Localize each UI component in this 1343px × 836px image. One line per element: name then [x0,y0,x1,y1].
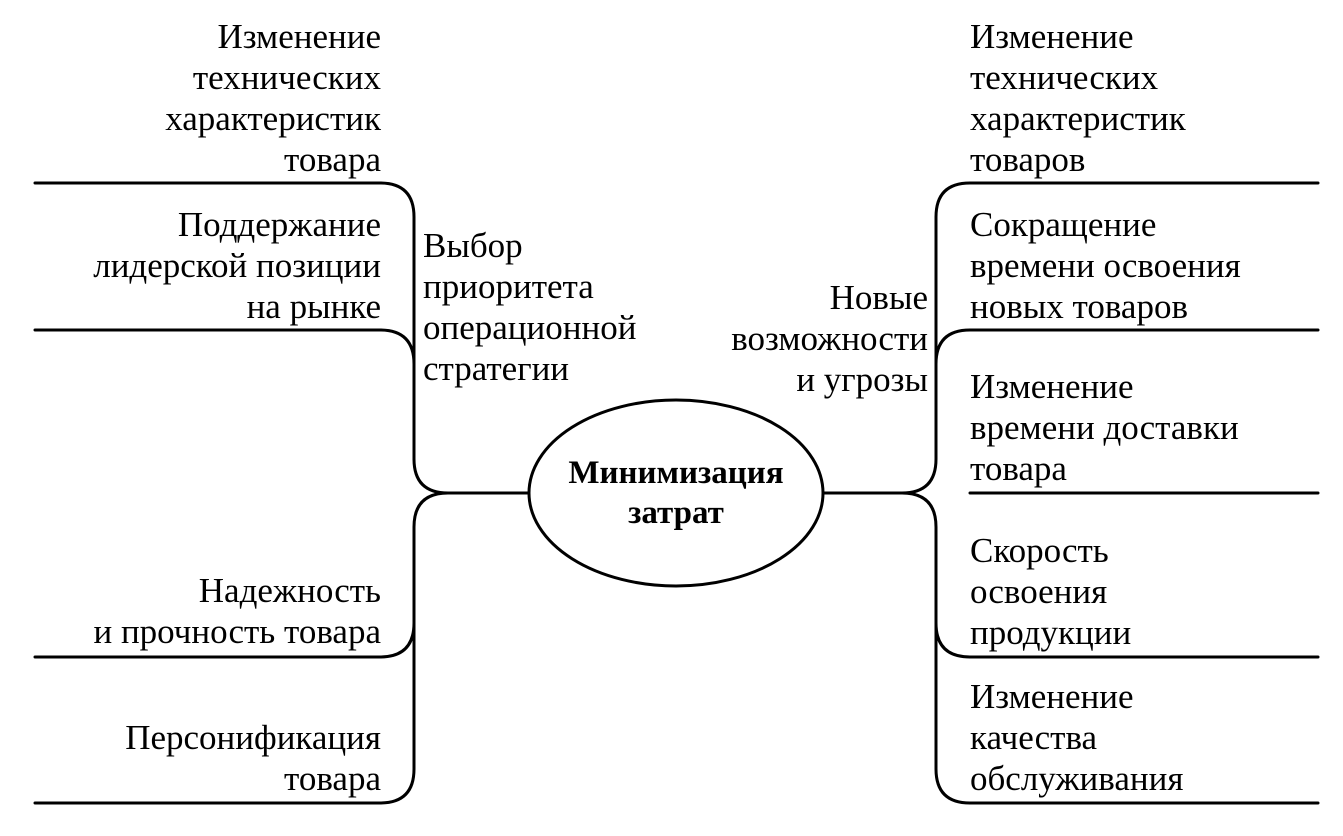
right-item-label: Сокращение времени освоения новых товаро… [970,205,1241,326]
left-branch-curve [378,328,416,461]
right-item-label: Изменение качества обслуживания [970,677,1184,798]
left-group-label: Выбор приоритета операционной стратегии [423,226,637,388]
right-item-label: Скорость освоения продукции [970,531,1132,652]
right-group-label: Новые возможности и угрозы [731,278,928,399]
left-item-label: Надежность и прочность товара [93,571,381,651]
left-item-label: Поддержание лидерской позиции на рынке [93,205,381,326]
right-branch-curve [934,328,972,366]
right-item-label: Изменение технических характеристик това… [970,17,1186,179]
left-branch-curve [378,181,450,495]
right-item-label: Изменение времени доставки товара [970,367,1239,488]
right-branch-curve [934,621,972,659]
left-item-label: Персонификация товара [125,718,381,798]
right-branch-curve [900,491,972,805]
left-item-label: Изменение технических характеристик това… [165,17,381,179]
center-node-label: Минимизация затрат [568,455,784,531]
right-branch-curve [900,181,972,495]
left-branch-curve [378,621,416,659]
left-branch-curve [378,491,450,805]
